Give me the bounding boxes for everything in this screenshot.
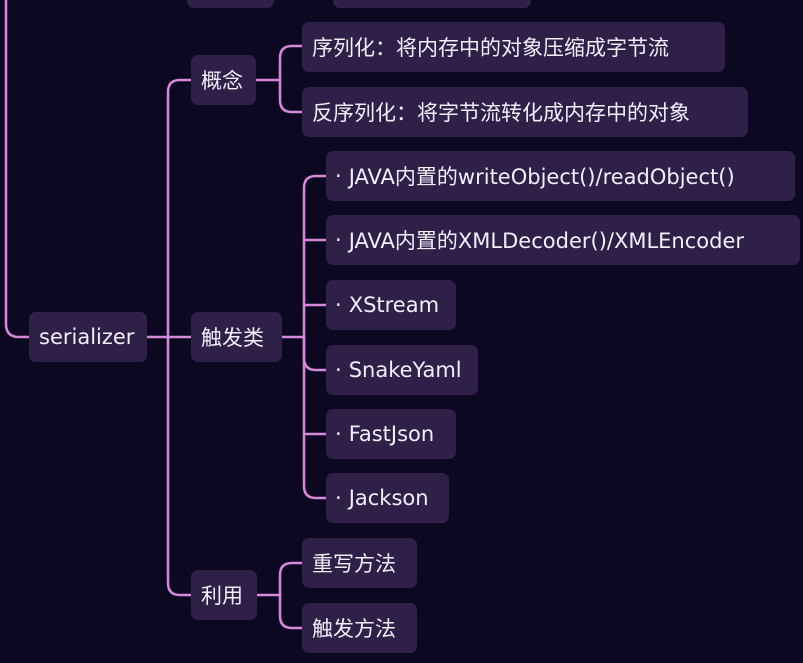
bullet-glyph: · <box>335 228 342 252</box>
connector-branch-concept <box>166 78 193 339</box>
leaf-node-jackson-label: Jackson <box>348 486 429 510</box>
leaf-node-override-method[interactable]: 重写方法 <box>302 538 417 588</box>
branch-node-usage[interactable]: 利用 <box>191 570 257 620</box>
leaf-node-override-method-label: 重写方法 <box>312 552 396 576</box>
connector-parent-root <box>4 0 31 339</box>
cropped-node-top-right <box>333 0 531 8</box>
leaf-node-deserialization-label: 反序列化：将字节流转化成内存中的对象 <box>312 101 690 125</box>
connector-concept-leaf-1 <box>278 44 304 82</box>
connector-trigger-leaf-1 <box>302 174 328 339</box>
bullet-glyph: · <box>335 164 342 188</box>
leaf-node-java-writeobject[interactable]: · JAVA内置的writeObject()/readObject() <box>326 151 795 201</box>
connector-trigger-leaf-4 <box>302 335 328 372</box>
leaf-node-fastjson[interactable]: · FastJson <box>326 409 456 459</box>
leaf-node-java-xmldecoder[interactable]: · JAVA内置的XMLDecoder()/XMLEncoder <box>326 215 800 265</box>
leaf-node-xstream[interactable]: · XStream <box>326 280 456 330</box>
branch-node-concept-label: 概念 <box>201 69 243 93</box>
leaf-node-snakeyaml[interactable]: · SnakeYaml <box>326 345 478 395</box>
branch-node-triggers-label: 触发类 <box>201 326 264 350</box>
bullet-glyph: · <box>335 422 342 446</box>
branch-node-triggers[interactable]: 触发类 <box>191 312 282 362</box>
bullet-glyph: · <box>335 293 342 317</box>
root-node-label: serializer <box>39 325 135 349</box>
connector-usage-leaf-1 <box>278 561 304 597</box>
bullet-glyph: · <box>335 358 342 382</box>
leaf-node-xstream-label: XStream <box>348 293 440 317</box>
leaf-node-deserialization[interactable]: 反序列化：将字节流转化成内存中的对象 <box>302 87 748 137</box>
connector-branch-usage <box>166 335 193 597</box>
leaf-node-snakeyaml-label: SnakeYaml <box>348 358 462 382</box>
connector-usage-leaf-2 <box>278 593 304 630</box>
branch-node-usage-label: 利用 <box>201 584 243 608</box>
connector-trigger-leaf-6 <box>302 335 328 500</box>
cropped-node-top-left <box>187 0 274 8</box>
leaf-node-trigger-method-label: 触发方法 <box>312 617 396 641</box>
leaf-node-trigger-method[interactable]: 触发方法 <box>302 603 417 653</box>
leaf-node-java-xmldecoder-label: JAVA内置的XMLDecoder()/XMLEncoder <box>348 229 745 253</box>
bullet-glyph: · <box>335 486 342 510</box>
leaf-node-serialization[interactable]: 序列化：将内存中的对象压缩成字节流 <box>302 22 725 72</box>
leaf-node-fastjson-label: FastJson <box>348 422 435 446</box>
branch-node-concept[interactable]: 概念 <box>191 55 256 105</box>
leaf-node-jackson[interactable]: · Jackson <box>326 473 449 523</box>
leaf-node-serialization-label: 序列化：将内存中的对象压缩成字节流 <box>312 36 669 60</box>
leaf-node-java-writeobject-label: JAVA内置的writeObject()/readObject() <box>348 165 735 189</box>
root-node-serializer[interactable]: serializer <box>29 312 147 362</box>
connector-concept-leaf-2 <box>278 78 304 114</box>
